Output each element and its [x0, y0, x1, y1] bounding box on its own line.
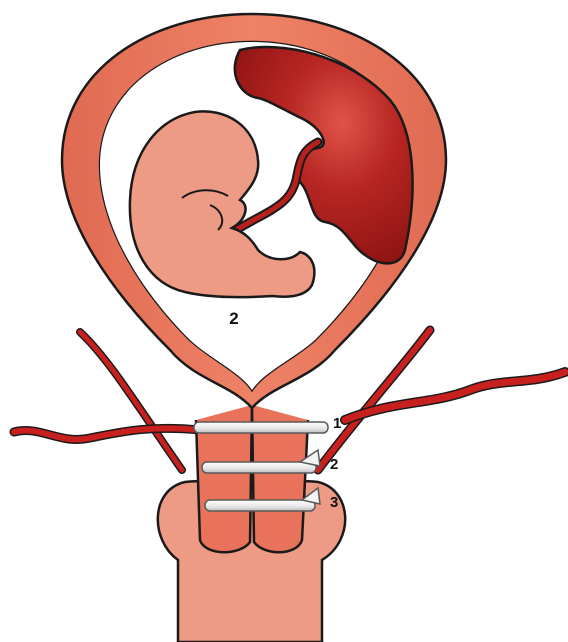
- suture-label-1: 1: [333, 415, 341, 432]
- embryo-label: 2: [229, 309, 238, 328]
- suture-3: [205, 500, 315, 511]
- suture-label-3: 3: [330, 494, 338, 511]
- suture-label-2: 2: [330, 456, 338, 473]
- suture-1: [194, 422, 328, 433]
- suture-2: [202, 462, 316, 473]
